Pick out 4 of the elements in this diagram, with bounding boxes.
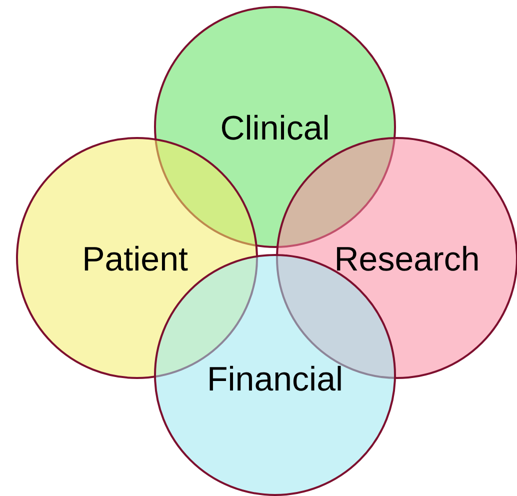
circle-label: Patient bbox=[82, 240, 188, 280]
circle-label: Financial bbox=[206, 360, 344, 400]
circle-label: Research bbox=[334, 240, 480, 280]
circle-label: Clinical bbox=[220, 110, 330, 148]
